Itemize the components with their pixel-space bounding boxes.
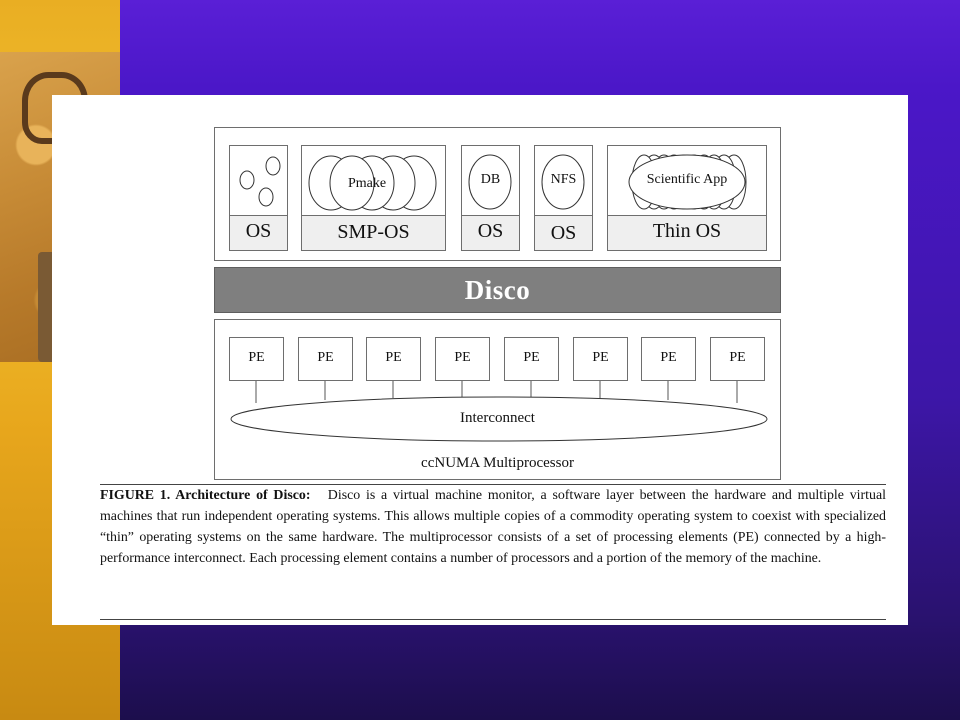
pe-box-2: PE (298, 337, 353, 381)
vm-os-label-4: OS (550, 222, 577, 244)
nfs-process-icon (541, 154, 585, 210)
vm-os-label-5: Thin OS (652, 220, 722, 242)
vm-app-label-2: Pmake (348, 176, 387, 191)
process-circles-icon (239, 156, 281, 207)
vm-os-5 (607, 215, 767, 251)
vm-os-label-1: OS (245, 220, 272, 242)
pe-label: PE (523, 350, 540, 365)
vm-box-1: OS (229, 145, 288, 251)
vm-app-label-4: NFS (550, 172, 577, 187)
pe-box-6: PE (573, 337, 628, 381)
pe-label: PE (385, 350, 402, 365)
pe-label: PE (248, 350, 265, 365)
pmake-process-group-icon (308, 155, 437, 211)
disco-label: Disco (464, 274, 531, 305)
interconnect-ellipse (230, 396, 768, 442)
figure-caption: FIGURE 1. Architecture of Disco: Disco i… (100, 485, 886, 569)
pe-label: PE (454, 350, 471, 365)
pe-box-3: PE (366, 337, 421, 381)
vm-box-5: Scientific App Thin OS (607, 145, 767, 251)
pe-label: PE (660, 350, 677, 365)
vm-os-3 (461, 215, 520, 251)
caption-top-rule (100, 484, 886, 485)
vm-os-2 (301, 215, 446, 251)
caption-body: Disco is a virtual machine monitor, a so… (100, 488, 886, 566)
vm-os-label-3: OS (477, 220, 504, 242)
caption-bottom-rule (100, 619, 886, 620)
vm-box-3: DB OS (461, 145, 520, 251)
vm-app-label-5: Scientific App (646, 172, 728, 187)
vm-box-2: Pmake SMP-OS (301, 145, 446, 251)
figure-panel: OS Pmake SMP-OS DB OS NFS OS (52, 95, 908, 625)
vm-os-4 (534, 215, 593, 251)
pe-box-8: PE (710, 337, 765, 381)
pe-box-1: PE (229, 337, 284, 381)
vm-os-label-2: SMP-OS (337, 221, 410, 243)
caption-title: FIGURE 1. Architecture of Disco: (100, 488, 311, 503)
pe-box-7: PE (641, 337, 696, 381)
interconnect-graphic (230, 381, 768, 442)
vm-box-4: NFS OS (534, 145, 593, 251)
db-process-icon (468, 154, 512, 210)
pe-label: PE (592, 350, 609, 365)
scientific-app-stack-icon (628, 154, 747, 210)
pe-label: PE (317, 350, 334, 365)
pe-label: PE (729, 350, 746, 365)
interconnect-label: Interconnect (460, 410, 535, 426)
pe-box-5: PE (504, 337, 559, 381)
vm-os-1 (229, 215, 288, 251)
hardware-label: ccNUMA Multiprocessor (421, 455, 574, 471)
pe-box-4: PE (435, 337, 490, 381)
vm-app-label-3: DB (480, 172, 501, 187)
disco-monitor-bar: Disco (214, 267, 781, 313)
